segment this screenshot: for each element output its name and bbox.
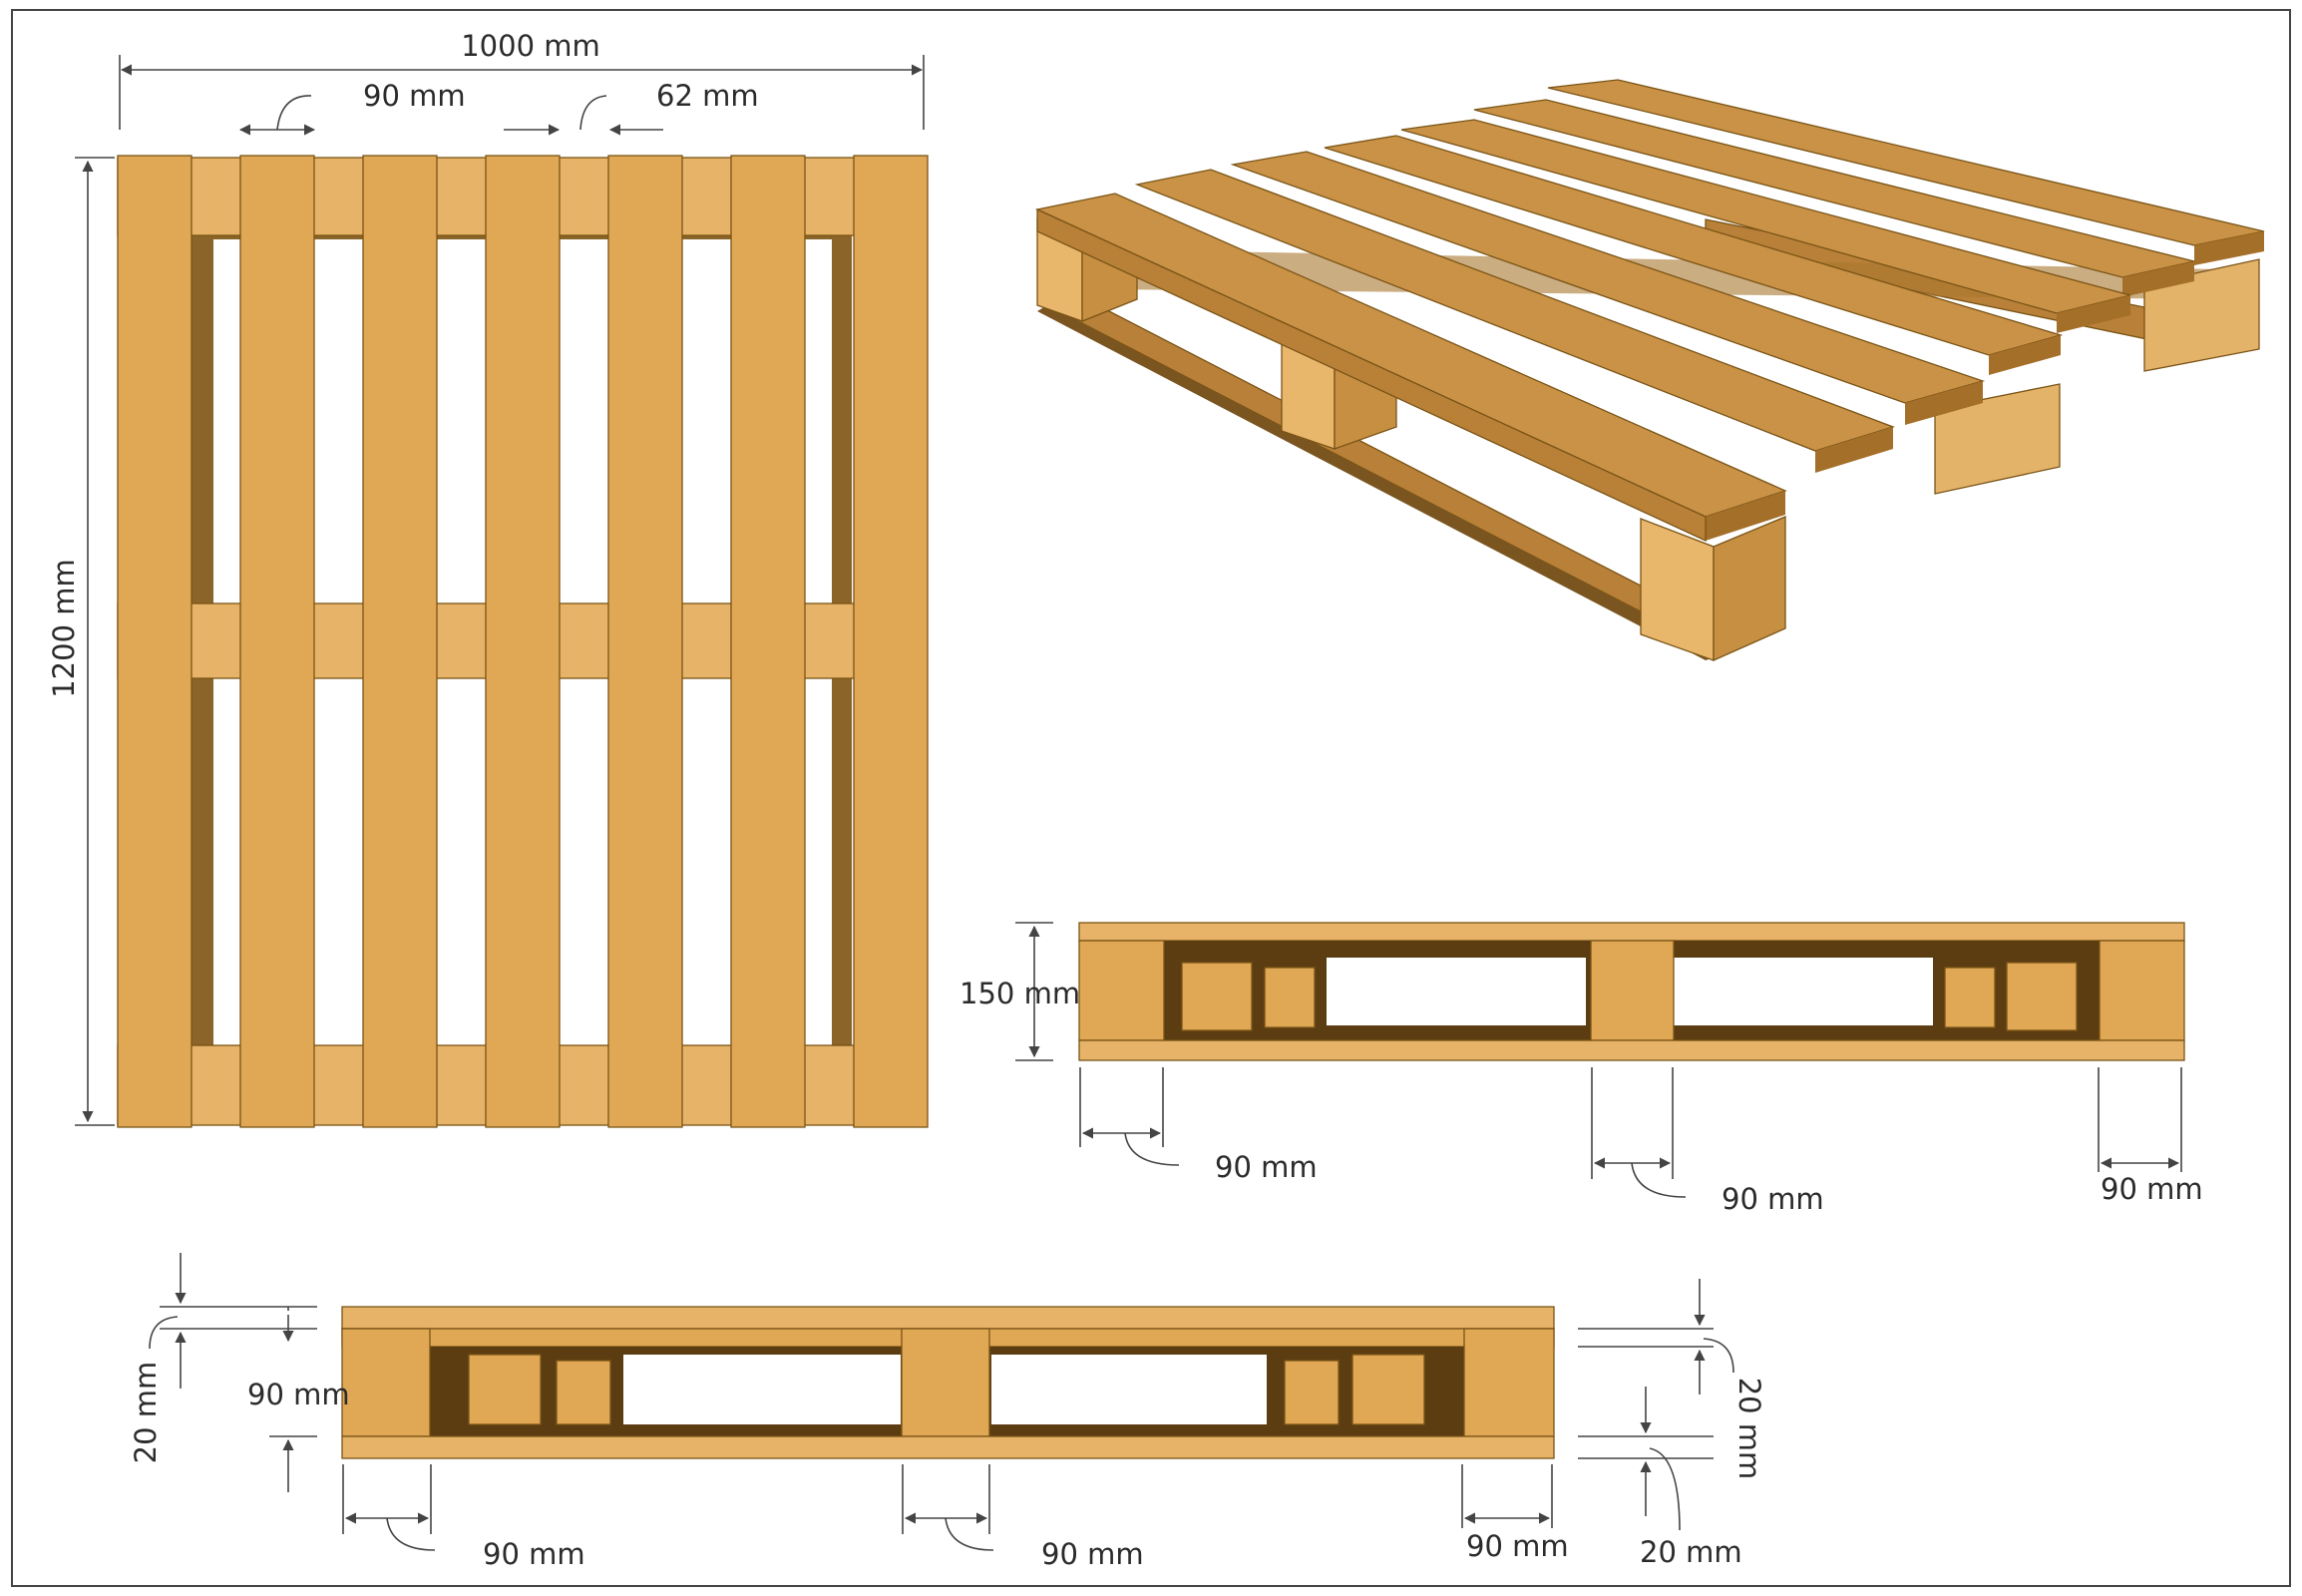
side-block-right [1463,1328,1555,1437]
front-block-right [2099,940,2185,1041]
deck-board-3 [362,155,438,1128]
deck-board-5 [607,155,683,1128]
top-width-label: 1000 mm [461,29,600,63]
front-block-center [1590,940,1675,1041]
page-frame [11,9,2291,1587]
top-view: 1000 mm 90 mm 62 mm 1200 mm [47,29,929,1128]
side-bottom-board [341,1435,1555,1459]
front-left-block-label: 90 mm [1215,1150,1318,1184]
side-block-center [901,1328,990,1437]
top-board-width-label: 90 mm [363,79,466,113]
side-left-block-label: 90 mm [483,1537,585,1571]
deck-board-4 [485,155,561,1128]
front-top-board [1078,922,2185,942]
side-right-bottom-label: 20 mm [1640,1535,1742,1569]
side-right-block-label: 90 mm [1466,1529,1569,1563]
front-view: 150 mm 90 mm 90 mm 90 mm [959,922,2203,1216]
side-top-board [341,1306,1555,1330]
perspective-block-rear-mid [1934,383,2061,495]
side-block-label: 90 mm [247,1378,350,1411]
perspective-block-rear-right [2143,258,2260,372]
side-right-top-label: 20 mm [1732,1378,1766,1480]
side-center-block-label: 90 mm [1041,1537,1144,1571]
front-bottom-board [1078,1039,2185,1061]
deck-board-1 [117,155,192,1128]
deck-board-7 [853,155,929,1128]
side-top-board-label: 20 mm [129,1362,163,1464]
top-gap-label: 62 mm [656,79,759,113]
front-height-label: 150 mm [959,977,1080,1010]
deck-board-6 [730,155,806,1128]
deck-board-2 [239,155,315,1128]
side-view: 20 mm 90 mm 20 mm 20 mm 90 mm 90 mm [129,1253,1766,1571]
perspective-view [1034,79,2265,662]
front-center-block-label: 90 mm [1722,1182,1824,1216]
front-block-left [1078,940,1165,1041]
front-right-block-label: 90 mm [2101,1172,2203,1206]
side-block-left [341,1328,431,1437]
top-height-label: 1200 mm [47,559,81,698]
